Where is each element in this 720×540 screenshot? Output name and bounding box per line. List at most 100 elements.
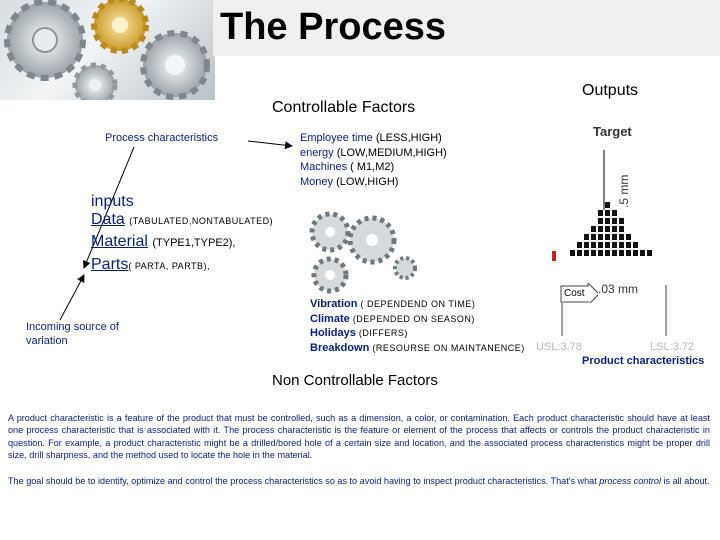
factor-employee-time: Employee time (LESS,HIGH) xyxy=(300,131,447,146)
gear-icon xyxy=(347,215,397,265)
gears-banner-image xyxy=(0,0,215,100)
histogram-cell xyxy=(605,210,610,216)
factor-levels: (LESS,HIGH) xyxy=(375,132,442,144)
outputs-label: Outputs xyxy=(582,82,639,99)
explanation-paragraph: A product characteristic is a feature of… xyxy=(8,413,710,460)
histogram-cell xyxy=(598,250,603,256)
histogram-cell xyxy=(633,250,638,256)
noise-factor-list: Vibration ( DEPENDEND ON TIME) Climate (… xyxy=(310,297,525,355)
factor-money: Money (LOW,HIGH) xyxy=(300,175,447,190)
histogram-cell xyxy=(598,210,603,216)
input-options: ( PARTA, PARTB), xyxy=(128,261,211,271)
gears-graphic xyxy=(4,0,210,100)
noise-detail: (DEPENDED ON SEASON) xyxy=(352,313,475,324)
histogram-cell xyxy=(570,250,575,256)
histogram-cell xyxy=(591,226,596,232)
controllable-factor-list: Employee time (LESS,HIGH) energy (LOW,ME… xyxy=(300,131,447,189)
controllable-factors-label: Controllable Factors xyxy=(272,99,416,116)
histogram-cell xyxy=(584,234,589,240)
target-label: Target xyxy=(593,124,632,139)
usl-label: USL:3.78 xyxy=(536,341,582,353)
histogram-cell xyxy=(626,242,631,248)
histogram-cell xyxy=(619,234,624,240)
dimension-03-label: .03 mm xyxy=(598,282,639,296)
histogram-cell xyxy=(605,226,610,232)
input-name: Data xyxy=(91,211,125,228)
lsl-label: LSL:3.72 xyxy=(650,341,695,353)
histogram-cell xyxy=(584,242,589,248)
noise-climate: Climate (DEPENDED ON SEASON) xyxy=(310,312,525,327)
histogram-cell xyxy=(577,250,582,256)
gear-icon xyxy=(91,0,149,54)
histogram-cell xyxy=(626,234,631,240)
histogram-cell xyxy=(591,250,596,256)
factor-levels: ( M1,M2) xyxy=(350,161,395,173)
factor-levels: (LOW,HIGH) xyxy=(336,175,399,188)
output-histogram xyxy=(552,202,652,261)
non-controllable-factors-label: Non Controllable Factors xyxy=(272,372,438,389)
input-options: (TABULATED,NONTABULATED) xyxy=(129,216,274,226)
gear-icon xyxy=(393,256,417,280)
histogram-cell xyxy=(598,242,603,248)
noise-detail: (DIFFERS) xyxy=(358,328,408,338)
input-name: Parts xyxy=(91,256,129,273)
goal-emphasis: process control xyxy=(599,476,661,486)
histogram-cell xyxy=(598,234,603,240)
page-title: The Process xyxy=(220,6,446,48)
histogram-cell xyxy=(605,242,610,248)
histogram-cell xyxy=(626,250,631,256)
noise-breakdown: Breakdown (RESOURSE ON MAINTANENCE) xyxy=(310,341,525,356)
inputs-label: inputs xyxy=(91,193,134,210)
goal-paragraph: The goal should be to identify, optimize… xyxy=(8,475,710,487)
arrow-process-to-factors xyxy=(247,140,293,150)
input-parts: Parts( PARTA, PARTB), xyxy=(91,256,210,274)
factor-name: Money xyxy=(300,175,334,188)
factor-machines: Machines ( M1,M2) xyxy=(300,160,447,175)
factor-name: energy xyxy=(300,146,334,159)
noise-name: Holidays xyxy=(310,327,356,339)
histogram-cell xyxy=(591,234,596,240)
input-name: Material xyxy=(91,233,148,250)
factor-name: Machines xyxy=(300,161,348,173)
arrow-process-to-inputs xyxy=(82,146,135,269)
histogram-cell xyxy=(605,234,610,240)
goal-text-end: is all about. xyxy=(660,476,710,486)
histogram-cell xyxy=(605,250,610,256)
histogram-outlier xyxy=(552,251,556,261)
histogram-cell xyxy=(612,242,617,248)
histogram-cell xyxy=(584,250,589,256)
histogram-cell xyxy=(605,202,610,208)
histogram-cell xyxy=(612,226,617,232)
histogram-cell xyxy=(598,226,603,232)
product-characteristics-label: Product characteristics xyxy=(582,355,705,367)
noise-name: Climate xyxy=(310,312,350,325)
histogram-cell xyxy=(577,242,582,248)
arrow-incoming-to-inputs xyxy=(59,274,85,321)
histogram-cell xyxy=(591,242,596,248)
goal-text: The goal should be to identify, optimize… xyxy=(8,476,600,486)
histogram-cell xyxy=(619,242,624,248)
cost-label: Cost xyxy=(564,288,585,299)
histogram-cell xyxy=(598,218,603,224)
dimension-05-label-wrap: .5 mm xyxy=(617,150,631,210)
gear-icon xyxy=(140,30,210,100)
noise-detail: ( DEPENDEND ON TIME) xyxy=(360,299,476,309)
gear-icon xyxy=(72,62,118,100)
dimension-05-label: .5 mm xyxy=(617,174,631,208)
noise-holidays: Holidays (DIFFERS) xyxy=(310,326,525,341)
histogram-cell xyxy=(612,234,617,240)
histogram-cell xyxy=(612,250,617,256)
incoming-variation-label: Incoming source of variation xyxy=(26,321,119,347)
histogram-cell xyxy=(612,210,617,216)
factor-energy: energy (LOW,MEDIUM,HIGH) xyxy=(300,146,447,161)
gear-icon xyxy=(311,256,349,294)
histogram-cell xyxy=(619,218,624,224)
noise-detail: (RESOURSE ON MAINTANENCE) xyxy=(372,342,525,353)
histogram-cell xyxy=(647,250,652,256)
gear-icon xyxy=(4,0,86,81)
factor-levels: (LOW,MEDIUM,HIGH) xyxy=(336,146,447,159)
diagram-arrows xyxy=(59,140,667,336)
title-band xyxy=(213,0,720,56)
factor-name: Employee time xyxy=(300,132,373,144)
noise-name: Breakdown xyxy=(310,341,370,354)
